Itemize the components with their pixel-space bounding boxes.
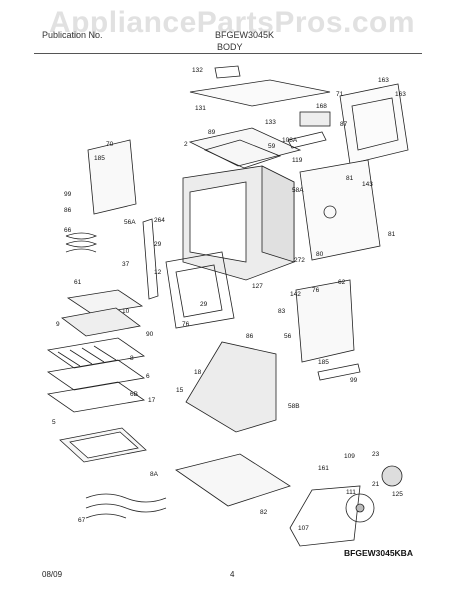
callout-label: 58B (288, 403, 300, 410)
callout-label: 80 (316, 251, 324, 258)
callout-label: 90 (146, 331, 154, 338)
callout-label: 83 (278, 308, 286, 315)
callout-label: 71 (336, 91, 344, 98)
callout-label: 142 (290, 291, 301, 298)
callout-label: 111 (346, 489, 356, 496)
callout-label: 29 (200, 301, 208, 308)
callout-label: 161 (318, 465, 329, 472)
callout-label: 9 (56, 321, 60, 328)
callout-label: 67 (78, 517, 86, 524)
callout-label: 12 (154, 269, 162, 276)
callout-label: 5 (52, 419, 56, 426)
callout-label: 10 (122, 308, 130, 315)
callout-label: 15 (176, 387, 184, 394)
callout-label: 131 (195, 105, 206, 112)
callout-label: 99 (350, 377, 358, 384)
footer-page-number: 4 (230, 570, 235, 579)
callout-label: 168 (316, 103, 327, 110)
callout-label: 81 (388, 231, 396, 238)
callout-label: 99 (64, 191, 72, 198)
callout-label: 76 (312, 287, 320, 294)
publication-label: Publication No. (42, 30, 103, 40)
callout-label: 89 (208, 129, 216, 136)
callout-label: 17 (148, 397, 156, 404)
header-divider (34, 53, 422, 54)
callout-label: 2 (184, 141, 188, 148)
callout-label: 81 (346, 175, 354, 182)
callout-label: 125 (392, 491, 403, 498)
callout-label: 29 (154, 241, 162, 248)
callout-label: 58A (292, 187, 304, 194)
callout-label: 56 (284, 333, 292, 340)
callout-label: 6 (146, 373, 150, 380)
callout-label: 108A (282, 137, 298, 144)
callout-label: 61 (74, 279, 82, 286)
callout-label: 132 (192, 67, 203, 74)
callout-label: 86 (64, 207, 72, 214)
callout-label: 66 (64, 227, 72, 234)
callout-label: 119 (292, 157, 303, 164)
footer-date: 08/09 (42, 570, 63, 579)
callout-label: 76 (182, 321, 190, 328)
callout-label: 133 (265, 119, 276, 126)
callout-label: 272 (294, 257, 305, 264)
callout-label: 87 (340, 121, 348, 128)
watermark-text: AppliancePartsPros.com (48, 6, 416, 39)
callout-label: 37 (122, 261, 130, 268)
callout-label: 264 (154, 217, 165, 224)
callout-label: 56A (124, 219, 136, 226)
callout-label: 18 (194, 369, 202, 376)
callout-label: 109 (344, 453, 355, 460)
callout-label: 8A (150, 471, 159, 478)
callout-label: 185 (94, 155, 105, 162)
callout-label: 86 (246, 333, 254, 340)
callout-label: 185 (318, 359, 329, 366)
callout-label: 163 (378, 77, 389, 84)
callout-label: 6B (130, 391, 138, 398)
section-title: BODY (217, 42, 243, 52)
callout-label: 143 (362, 181, 373, 188)
callout-label: 23 (372, 451, 380, 458)
callout-label: 163 (395, 91, 406, 98)
callout-label: 21 (372, 481, 380, 488)
callout-label: 107 (298, 525, 309, 532)
callout-label: 70 (106, 141, 114, 148)
callout-label: 62 (338, 279, 346, 286)
model-number: BFGEW3045K (215, 30, 275, 40)
callout-label: 59 (268, 143, 276, 150)
diagram-code: BFGEW3045KBA (344, 548, 413, 558)
callout-label: 8 (130, 355, 134, 362)
callout-label: 127 (252, 283, 263, 290)
callout-label: 82 (260, 509, 268, 516)
